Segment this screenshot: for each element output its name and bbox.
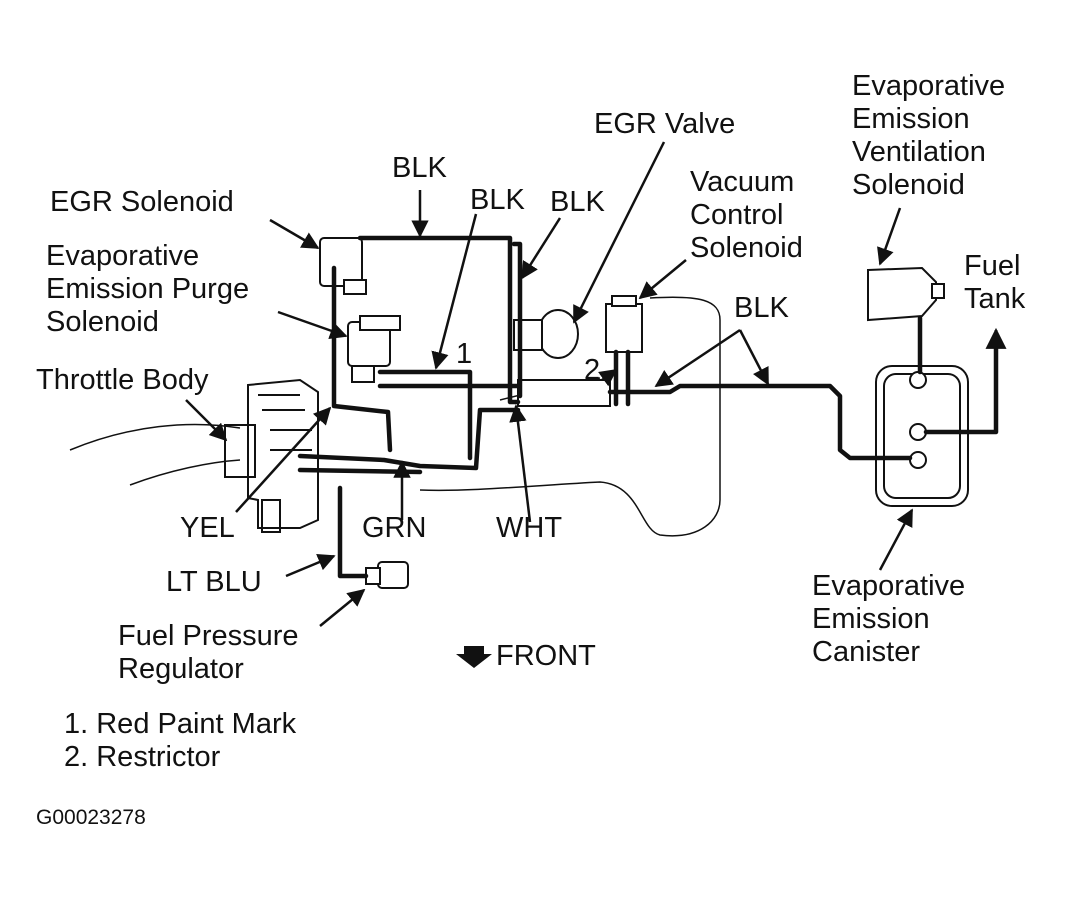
throttle-body-part: [224, 378, 319, 533]
evap-vent-solenoid-part: [867, 266, 945, 322]
legend-item-1: 1. Red Paint Mark: [64, 708, 297, 740]
vacuum-hoses: [297, 235, 999, 579]
label-yel: YEL: [180, 512, 235, 544]
front-arrow-icon: [456, 646, 492, 668]
label-blk-right: BLK: [550, 186, 605, 218]
label-fuel-pressure-regulator: Fuel Pressure Regulator: [118, 620, 299, 685]
label-blk-far: BLK: [734, 292, 789, 324]
label-egr-valve: EGR Valve: [594, 108, 736, 140]
egr-solenoid-part: [319, 237, 367, 295]
label-grn: GRN: [362, 512, 427, 544]
figure-id: G00023278: [36, 806, 146, 829]
label-vacuum-control-solenoid: Vacuum Control Solenoid: [690, 166, 803, 264]
label-egr-solenoid: EGR Solenoid: [50, 186, 234, 218]
label-lt-blu: LT BLU: [166, 566, 262, 598]
fuel-pressure-regulator-part: [365, 561, 409, 589]
vacuum-control-solenoid-part: [605, 295, 643, 353]
label-throttle-body: Throttle Body: [36, 364, 209, 396]
label-evap-vent-solenoid: Evaporative Emission Ventilation Solenoi…: [852, 70, 1006, 201]
label-evap-purge-solenoid: Evaporative Emission Purge Solenoid: [46, 240, 250, 338]
callout-2: 2: [584, 354, 601, 386]
label-blk-top: BLK: [392, 152, 447, 184]
egr-valve-part: [513, 309, 579, 359]
evap-purge-solenoid-part: [347, 315, 401, 383]
legend: 1. Red Paint Mark 2. Restrictor: [64, 708, 296, 774]
label-front: FRONT: [496, 640, 596, 672]
evap-canister-part: [875, 365, 969, 507]
legend-item-2: 2. Restrictor: [64, 741, 221, 773]
label-fuel-tank: Fuel Tank: [964, 250, 1026, 315]
label-evap-canister: Evaporative Emission Canister: [812, 570, 966, 668]
callout-1: 1: [456, 338, 473, 370]
label-wht: WHT: [496, 512, 563, 544]
label-blk-mid: BLK: [470, 184, 525, 216]
leader-arrows: [185, 141, 914, 627]
